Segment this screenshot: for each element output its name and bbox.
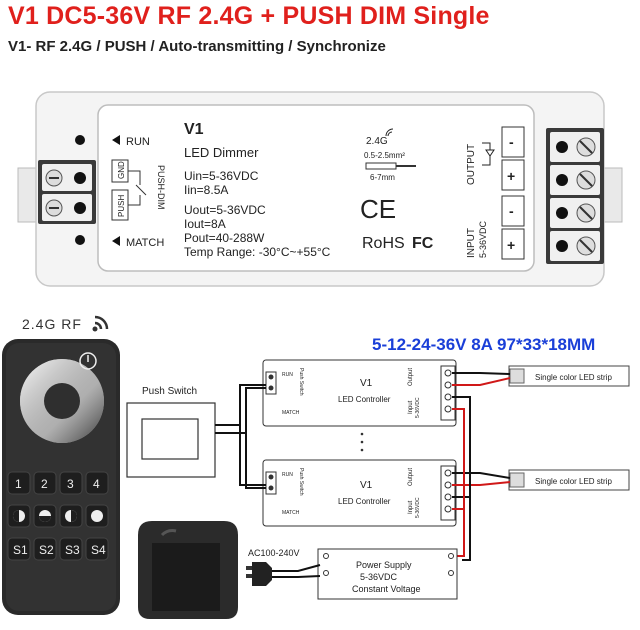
svg-text:MATCH: MATCH — [282, 410, 300, 416]
svg-text:OUTPUT: OUTPUT — [466, 144, 477, 185]
svg-text:S2: S2 — [39, 543, 54, 557]
svg-text:+: + — [507, 168, 515, 184]
svg-text:AC100-240V: AC100-240V — [248, 548, 300, 558]
svg-text:PUSH-DIM: PUSH-DIM — [156, 165, 166, 210]
wifi-icon — [92, 315, 109, 332]
svg-text:PUSH: PUSH — [117, 195, 126, 217]
svg-text:5-36VDC: 5-36VDC — [415, 397, 421, 418]
rf-label: 2.4G RF — [22, 316, 82, 332]
svg-text:2.4G: 2.4G — [366, 136, 388, 147]
svg-text:5-36VDC: 5-36VDC — [360, 572, 398, 582]
svg-text:V1: V1 — [360, 480, 373, 491]
svg-text:Push Switch: Push Switch — [142, 386, 197, 397]
svg-text:Input: Input — [408, 500, 414, 514]
svg-text:3: 3 — [67, 477, 74, 491]
remote-control: 1 2 3 4 S1 S2 S3 S4 — [2, 339, 120, 615]
svg-text:5-36VDC: 5-36VDC — [478, 220, 488, 258]
svg-text:V1: V1 — [360, 378, 373, 389]
svg-text:Uin=5-36VDC: Uin=5-36VDC — [184, 169, 259, 183]
svg-text:Power Supply: Power Supply — [356, 560, 412, 570]
svg-text:GND: GND — [117, 161, 126, 179]
svg-text:RUN: RUN — [282, 472, 293, 478]
svg-text:LED Controller: LED Controller — [338, 395, 391, 404]
svg-text:6-7mm: 6-7mm — [370, 173, 395, 182]
svg-text:Iin=8.5A: Iin=8.5A — [184, 183, 228, 197]
svg-text:Pout=40-288W: Pout=40-288W — [184, 231, 265, 245]
svg-text:S1: S1 — [13, 543, 28, 557]
svg-text:0.5-2.5mm²: 0.5-2.5mm² — [364, 151, 405, 160]
svg-text:MATCH: MATCH — [126, 237, 164, 249]
remote-holder — [138, 521, 238, 619]
svg-text:Single color LED strip: Single color LED strip — [535, 373, 612, 382]
svg-text:Output: Output — [408, 468, 414, 486]
svg-text:LED Controller: LED Controller — [338, 497, 391, 506]
svg-text:RoHS: RoHS — [362, 235, 405, 252]
svg-text:Temp Range: -30°C~+55°C: Temp Range: -30°C~+55°C — [184, 245, 331, 259]
svg-text:5-36VDC: 5-36VDC — [415, 497, 421, 518]
page-title: V1 DC5-36V RF 2.4G + PUSH DIM Single — [8, 2, 490, 30]
svg-text:+: + — [507, 237, 515, 253]
svg-text:Single color LED strip: Single color LED strip — [535, 477, 612, 486]
svg-text:Uout=5-36VDC: Uout=5-36VDC — [184, 203, 266, 217]
svg-text:RUN: RUN — [282, 372, 293, 378]
svg-text:S4: S4 — [91, 543, 106, 557]
spec-text: 5-12-24-36V 8A 97*33*18MM — [372, 335, 596, 354]
svg-text:S3: S3 — [65, 543, 80, 557]
dimmer-device: RUN MATCH GND PUSH PUSH-DIM V1 LED Dimme… — [17, 91, 623, 287]
svg-text:Output: Output — [408, 368, 414, 386]
svg-text:1: 1 — [15, 477, 22, 491]
svg-text:LED Dimmer: LED Dimmer — [184, 145, 259, 160]
svg-text:RUN: RUN — [126, 136, 150, 148]
svg-text:-: - — [509, 203, 514, 219]
svg-text:Constant Voltage: Constant Voltage — [352, 584, 421, 594]
svg-text:Push Switch: Push Switch — [298, 468, 304, 496]
svg-text:INPUT: INPUT — [466, 228, 477, 258]
svg-text:MATCH: MATCH — [282, 510, 300, 516]
svg-text:Push Switch: Push Switch — [298, 368, 304, 396]
svg-text:4: 4 — [93, 477, 100, 491]
page-subtitle: V1- RF 2.4G / PUSH / Auto-transmitting /… — [8, 38, 386, 55]
svg-text:Input: Input — [408, 400, 414, 414]
svg-text:FC: FC — [412, 235, 434, 252]
svg-text:2: 2 — [41, 477, 48, 491]
svg-text:V1: V1 — [184, 121, 204, 138]
power-icon — [79, 352, 97, 370]
svg-text:-: - — [509, 134, 514, 150]
svg-text:Iout=8A: Iout=8A — [184, 217, 226, 231]
svg-text:CE: CE — [360, 194, 396, 224]
